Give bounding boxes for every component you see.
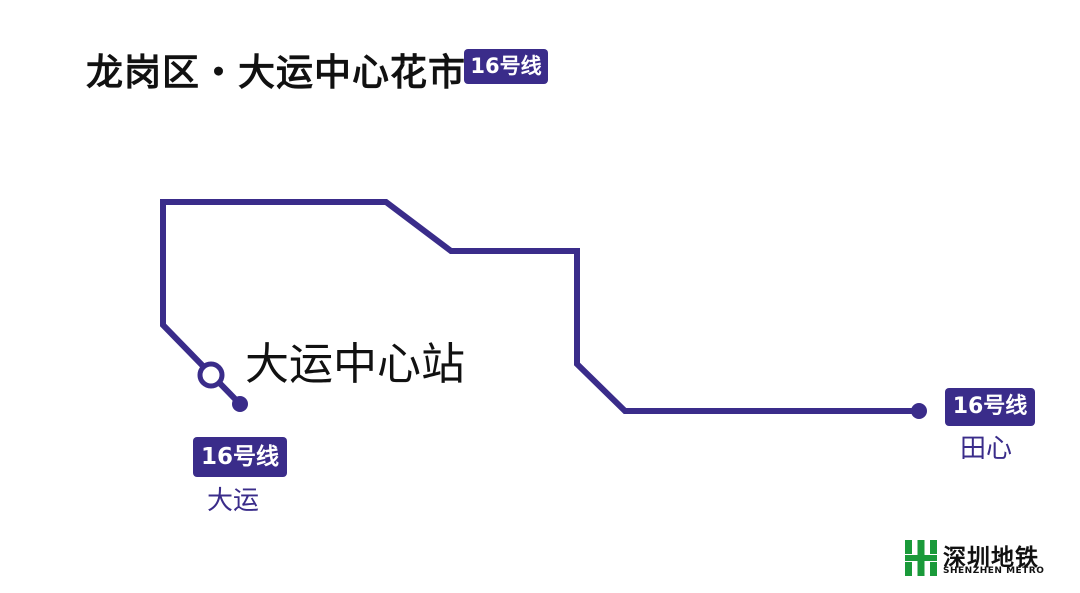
start-terminus-dot [232, 396, 248, 412]
shenzhen-metro-logo: 深圳地铁 SHENZHEN METRO [905, 538, 1055, 580]
end-terminus-label: 田心 [960, 434, 1013, 464]
logo-chinese-text: 深圳地铁 [943, 545, 1039, 571]
start-line-badge: 16号线 [193, 437, 287, 477]
start-terminus-label: 大运 [207, 486, 260, 516]
title-line-badge: 16号线 [464, 49, 548, 84]
current-station-label: 大运中心站 [245, 339, 465, 390]
end-terminus-dot [911, 403, 927, 419]
logo-english-text: SHENZHEN METRO [943, 566, 1045, 576]
page-title: 龙岗区・大运中心花市 [86, 51, 466, 94]
route-line [160, 199, 919, 414]
current-station-marker [197, 361, 225, 389]
end-line-badge: 16号线 [945, 388, 1035, 426]
metro-logo-icon [905, 540, 937, 576]
